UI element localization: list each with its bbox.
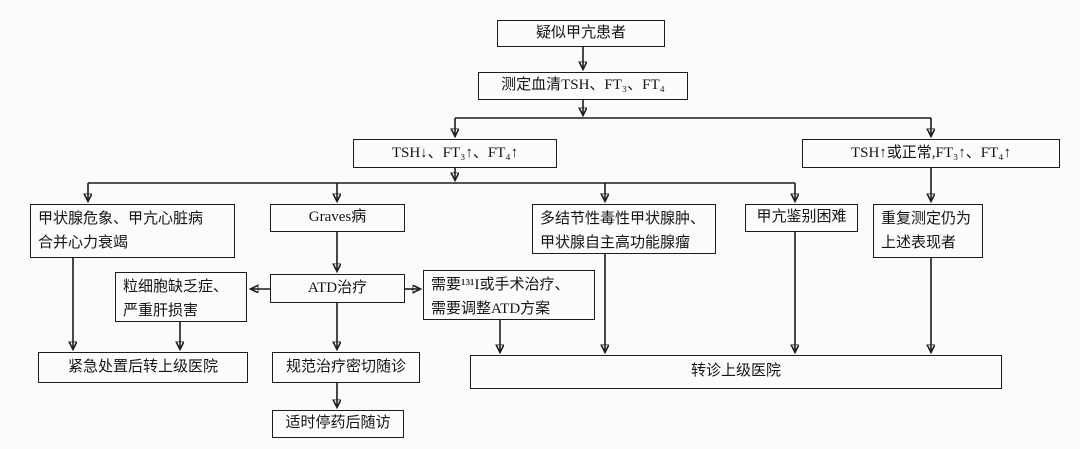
node-tsh-high-or-normal: TSH↑或正常,FT₃↑、FT₄↑: [802, 139, 1060, 168]
node-refer-to-higher-level-hospital: 转诊上级医院: [470, 355, 1002, 389]
node-graves-disease: Graves病: [270, 204, 405, 232]
node-standard-treatment-close-followup: 规范治疗密切随诊: [272, 352, 420, 383]
node-repeat-measurement-same-result: 重复测定仍为 上述表现者: [873, 204, 983, 258]
node-stop-medication-followup: 适时停药后随访: [272, 410, 404, 438]
node-atd-therapy: ATD治疗: [270, 274, 405, 303]
node-agranulocytosis-liver-damage: 粒细胞缺乏症、 严重肝损害: [115, 272, 247, 322]
node-multinodular-toxic-goiter: 多结节性毒性甲状腺肿、 甲状腺自主高功能腺瘤: [532, 204, 716, 254]
node-suspected-hyperthyroid-patient: 疑似甲亢患者: [497, 20, 665, 47]
node-radioiodine-or-surgery-needed: 需要¹³¹I或手术治疗、 需要调整ATD方案: [423, 270, 595, 320]
node-tsh-low-ft-high: TSH↓、FT₃↑、FT₄↑: [353, 139, 557, 168]
node-differential-diagnosis-difficulty: 甲亢鉴别困难: [745, 204, 858, 232]
node-thyroid-crisis-heart-failure: 甲状腺危象、甲亢心脏病 合并心力衰竭: [30, 204, 235, 258]
node-emergency-then-transfer: 紧急处置后转上级医院: [38, 352, 248, 383]
node-measure-serum-tsh-ft3-ft4: 测定血清TSH、FT₃、FT₄: [478, 72, 688, 100]
